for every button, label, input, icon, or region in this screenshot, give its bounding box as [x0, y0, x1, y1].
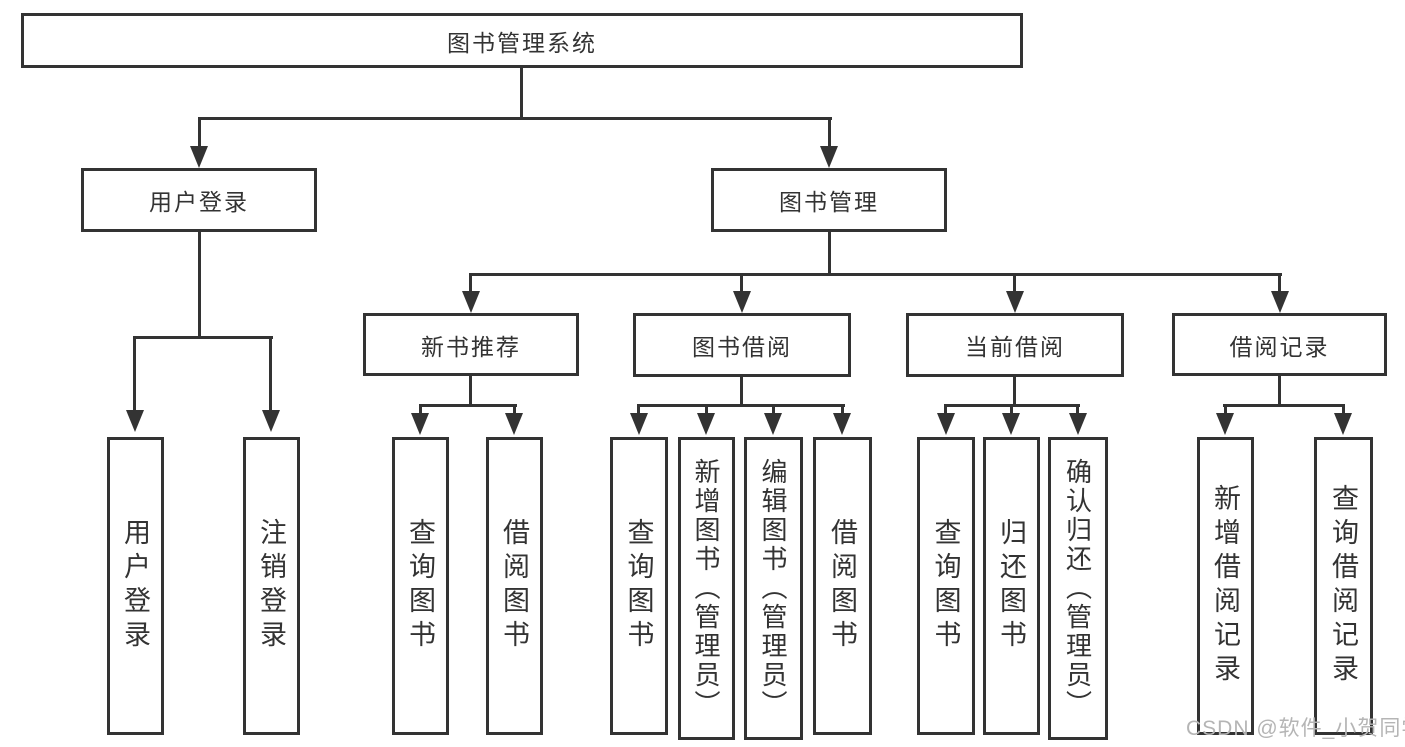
- connector-drop-user-login: [198, 117, 201, 149]
- arrowhead-leaf-logout: [262, 410, 280, 432]
- connector-level1-rail: [198, 117, 832, 120]
- connector-drop-add-book: [705, 404, 708, 415]
- leaf-label: 编辑图书（管理员）: [758, 458, 788, 719]
- leaf-label: 新增借阅记录: [1210, 484, 1240, 688]
- leaf-confirm-return-admin: 确认归还（管理员）: [1048, 437, 1108, 740]
- leaf-return-books: 归还图书: [983, 437, 1040, 735]
- connector-drop-query2: [637, 404, 640, 415]
- leaf-borrow-books-2: 借阅图书: [813, 437, 872, 735]
- leaf-label: 查询借阅记录: [1328, 484, 1358, 688]
- leaf-borrow-books-1: 借阅图书: [486, 437, 543, 735]
- arrowhead-query2: [630, 413, 648, 435]
- leaf-query-books-1: 查询图书: [392, 437, 449, 735]
- arrowhead-user-login: [190, 146, 208, 168]
- leaf-add-books-admin: 新增图书（管理员）: [678, 437, 735, 740]
- node-new-book-recommend: 新书推荐: [363, 313, 579, 376]
- leaf-label: 注销登录: [256, 518, 286, 654]
- connector-drop-book-borrow: [740, 273, 743, 293]
- leaf-label: 查询图书: [623, 518, 654, 654]
- connector-drop-new-book: [469, 273, 472, 293]
- connector-drop-borrow1: [513, 404, 516, 415]
- connector-drop-borrow2: [841, 404, 844, 415]
- arrowhead-leaf-login: [126, 410, 144, 432]
- leaf-label: 借阅图书: [827, 518, 857, 654]
- arrowhead-book-borrow: [733, 291, 751, 313]
- connector-drop-edit-book: [772, 404, 775, 415]
- connector-borrow-records-stem: [1278, 376, 1281, 407]
- node-label: 图书借阅: [692, 334, 792, 360]
- connector-drop-add-record: [1224, 404, 1227, 415]
- arrowhead-borrow1: [505, 413, 523, 435]
- leaf-query-borrow-record: 查询借阅记录: [1314, 437, 1373, 735]
- arrowhead-query-record: [1334, 413, 1352, 435]
- connector-user-login-stem: [198, 232, 201, 339]
- node-borrow-records: 借阅记录: [1172, 313, 1387, 376]
- leaf-label: 查询图书: [405, 518, 435, 654]
- connector-drop-leaf-login: [133, 336, 136, 412]
- leaf-label: 查询图书: [930, 518, 961, 654]
- arrowhead-current-borrow: [1006, 291, 1024, 313]
- leaf-label: 借阅图书: [499, 518, 529, 654]
- arrowhead-query1: [411, 413, 429, 435]
- connector-drop-leaf-logout: [269, 336, 272, 412]
- node-book-borrow: 图书借阅: [633, 313, 851, 377]
- node-root-library-system: 图书管理系统: [21, 13, 1023, 68]
- leaf-label: 归还图书: [996, 518, 1026, 654]
- connector-current-borrow-stem: [1013, 376, 1016, 407]
- node-user-login: 用户登录: [81, 168, 317, 232]
- connector-drop-borrow-records: [1278, 273, 1281, 293]
- connector-root-stem: [520, 68, 523, 120]
- leaf-edit-books-admin: 编辑图书（管理员）: [744, 437, 803, 740]
- arrowhead-book-mgmt: [820, 146, 838, 168]
- node-label: 图书管理: [779, 189, 879, 215]
- arrowhead-query3: [937, 413, 955, 435]
- arrowhead-borrow2: [833, 413, 851, 435]
- node-current-borrow: 当前借阅: [906, 313, 1124, 377]
- connector-book-borrow-rail: [637, 404, 845, 407]
- arrowhead-borrow-records: [1271, 291, 1289, 313]
- node-label: 新书推荐: [421, 333, 521, 360]
- leaf-add-borrow-record: 新增借阅记录: [1197, 437, 1254, 735]
- connector-borrow-records-rail: [1223, 404, 1345, 407]
- node-book-management: 图书管理: [711, 168, 947, 232]
- connector-drop-query3: [944, 404, 947, 415]
- leaf-user-login: 用户登录: [107, 437, 164, 735]
- leaf-label: 新增图书（管理员）: [691, 458, 721, 719]
- connector-drop-confirm-return: [1076, 404, 1079, 415]
- arrowhead-add-record: [1216, 413, 1234, 435]
- arrowhead-edit-book: [764, 413, 782, 435]
- connector-book-borrow-stem: [740, 376, 743, 407]
- arrowhead-new-book: [462, 291, 480, 313]
- connector-drop-query1: [419, 404, 422, 415]
- leaf-query-books-2: 查询图书: [610, 437, 668, 735]
- connector-level3-rail: [470, 273, 1282, 276]
- connector-user-login-rail: [133, 336, 273, 339]
- connector-new-book-stem: [469, 376, 472, 407]
- connector-new-book-rail: [419, 404, 517, 407]
- connector-drop-query-record: [1342, 404, 1345, 415]
- leaf-query-books-3: 查询图书: [917, 437, 975, 735]
- connector-book-mgmt-stem: [828, 232, 831, 276]
- connector-drop-return: [1010, 404, 1013, 415]
- arrowhead-return: [1002, 413, 1020, 435]
- csdn-watermark: CSDN @软件_小贺同学: [1186, 717, 1405, 740]
- arrowhead-confirm-return: [1069, 413, 1087, 435]
- leaf-logout: 注销登录: [243, 437, 300, 735]
- node-label: 图书管理系统: [447, 29, 597, 56]
- connector-drop-book-mgmt: [828, 117, 831, 149]
- connector-drop-current-borrow: [1013, 273, 1016, 293]
- leaf-label: 确认归还（管理员）: [1062, 458, 1093, 719]
- leaf-label: 用户登录: [120, 518, 150, 654]
- node-label: 用户登录: [149, 189, 249, 215]
- node-label: 当前借阅: [965, 334, 1065, 360]
- arrowhead-add-book: [697, 413, 715, 435]
- node-label: 借阅记录: [1229, 333, 1330, 360]
